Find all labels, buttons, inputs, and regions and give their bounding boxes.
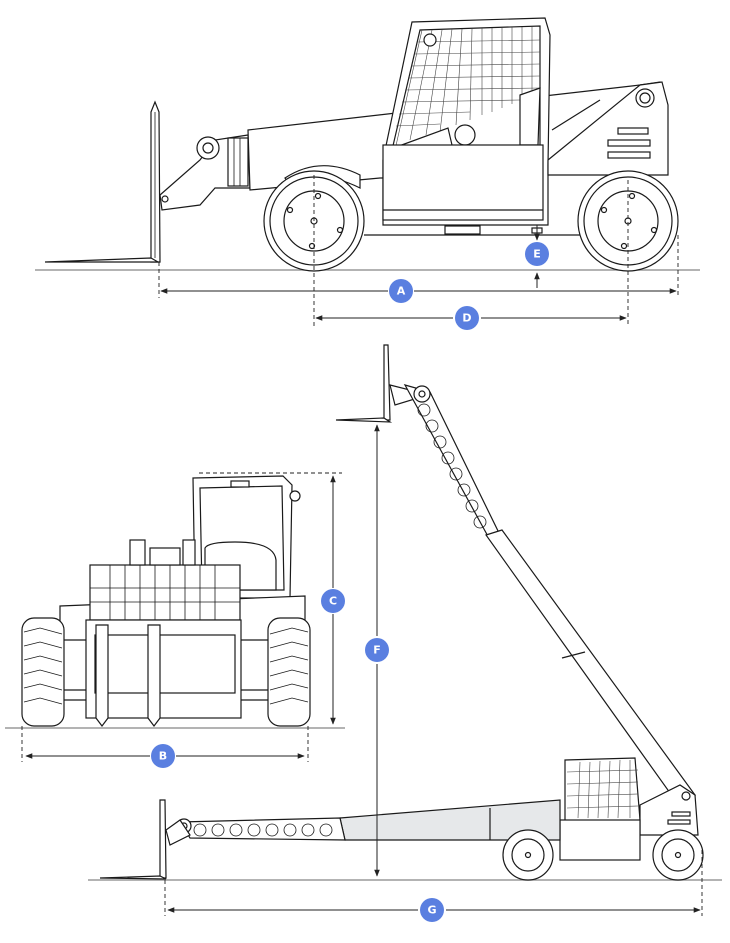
- label-A: A: [397, 285, 406, 298]
- forks: [44, 100, 161, 263]
- badge-E: E: [525, 242, 549, 266]
- label-E: E: [533, 248, 541, 261]
- label-G: G: [427, 904, 436, 917]
- label-C: C: [329, 595, 337, 608]
- cab: [382, 17, 551, 235]
- rear-wheel: [577, 170, 679, 272]
- side-view-extended: [88, 344, 722, 916]
- engine-housing: [547, 81, 669, 176]
- badge-C: C: [321, 589, 345, 613]
- front-right-tire: [267, 617, 311, 727]
- badge-G: G: [420, 898, 444, 922]
- label-B: B: [159, 750, 167, 763]
- side-view-stowed: [35, 17, 700, 326]
- label-F: F: [373, 644, 381, 657]
- extended-rear-wheel: [652, 829, 704, 881]
- badge-B: B: [151, 744, 175, 768]
- badge-A: A: [389, 279, 413, 303]
- label-D: D: [462, 312, 471, 325]
- extended-front-wheel: [502, 829, 554, 881]
- badge-D: D: [455, 306, 479, 330]
- badge-F: F: [365, 638, 389, 662]
- front-left-tire: [21, 617, 65, 727]
- front-view: [5, 472, 345, 762]
